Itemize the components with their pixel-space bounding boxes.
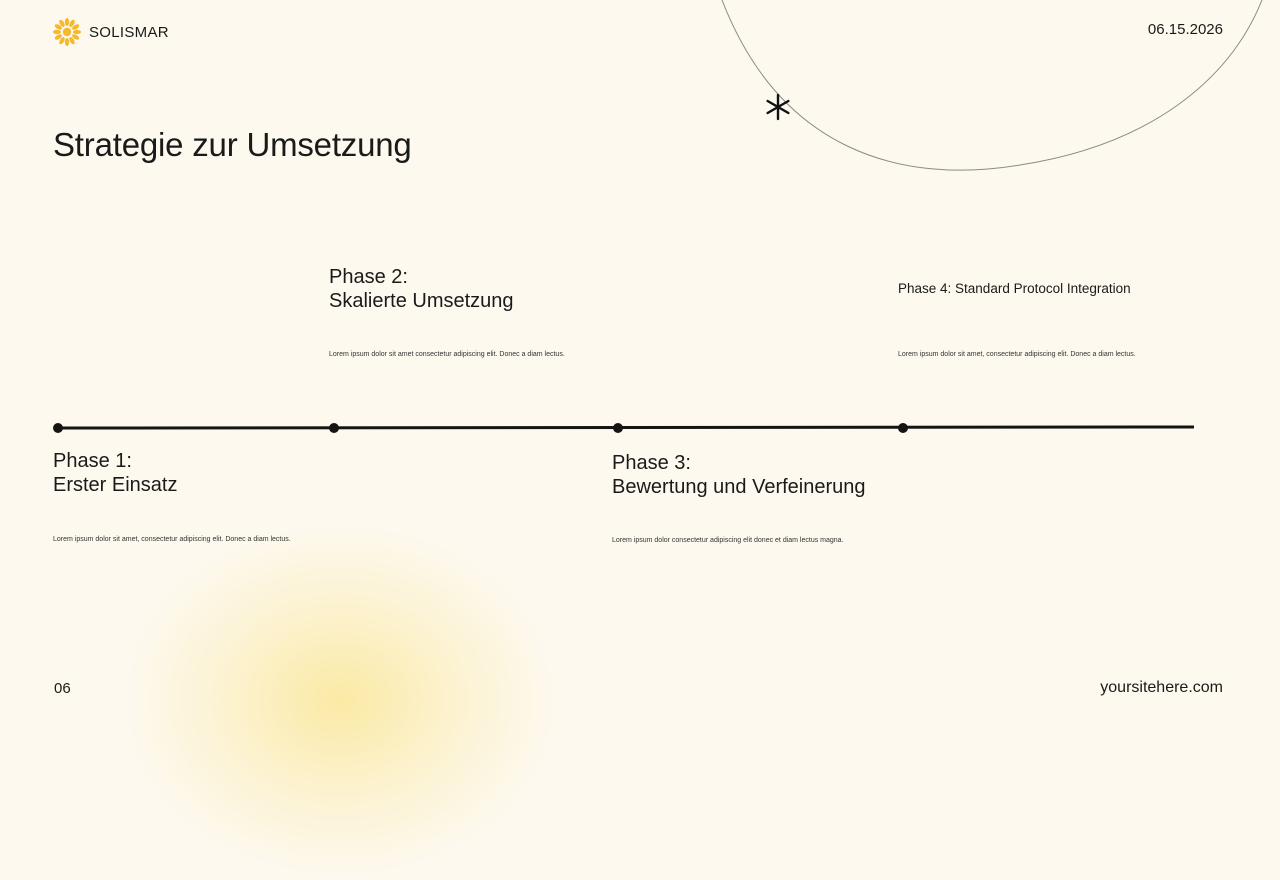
phase-3-title: Phase 3: Bewertung und Verfeinerung <box>612 451 866 499</box>
brand: SOLISMAR <box>53 18 169 46</box>
phase-1-name: Erster Einsatz <box>53 474 178 496</box>
phase-4: Phase 4: Standard Protocol Integration <box>898 280 1131 298</box>
phase-1: Phase 1: Erster Einsatz <box>53 449 177 497</box>
page-title: Strategie zur Umsetzung <box>53 126 412 163</box>
phase-1-title: Phase 1: Erster Einsatz <box>53 449 177 497</box>
orbit-arc <box>721 0 1263 171</box>
phase-1-description: Lorem ipsum dolor sit amet, consectetur … <box>53 536 291 543</box>
phase-2-title: Phase 2: Skalierte Umsetzung <box>329 265 514 313</box>
sun-icon <box>53 18 81 46</box>
phase-4-title: Phase 4: Standard Protocol Integration <box>898 281 1131 296</box>
phase-3: Phase 3: Bewertung und Verfeinerung <box>612 451 866 499</box>
timeline-line <box>57 425 1195 430</box>
timeline-node-1 <box>53 423 63 433</box>
phase-2-label: Phase 2: <box>329 266 408 288</box>
phase-2: Phase 2: Skalierte Umsetzung <box>329 265 514 313</box>
phase-3-label: Phase 3: <box>612 452 691 474</box>
phase-4-description: Lorem ipsum dolor sit amet, consectetur … <box>898 351 1136 358</box>
page-number: 06 <box>54 680 71 697</box>
timeline-node-4 <box>898 423 908 433</box>
decorations <box>53 0 1263 433</box>
website-link[interactable]: yoursitehere.com <box>1100 679 1223 696</box>
phase-1-label: Phase 1: <box>53 450 132 472</box>
phase-2-description: Lorem ipsum dolor sit amet consectetur a… <box>329 351 565 358</box>
timeline-node-3 <box>613 423 623 433</box>
date: 06.15.2026 <box>1147 21 1223 38</box>
timeline-node-2 <box>329 423 339 433</box>
phase-3-name: Bewertung und Verfeinerung <box>612 476 866 498</box>
phase-2-name: Skalierte Umsetzung <box>329 290 514 312</box>
phase-3-description: Lorem ipsum dolor consectetur adipiscing… <box>612 537 844 544</box>
asterisk-icon <box>766 93 790 121</box>
brand-name: SOLISMAR <box>89 23 169 41</box>
timeline <box>53 423 1195 433</box>
